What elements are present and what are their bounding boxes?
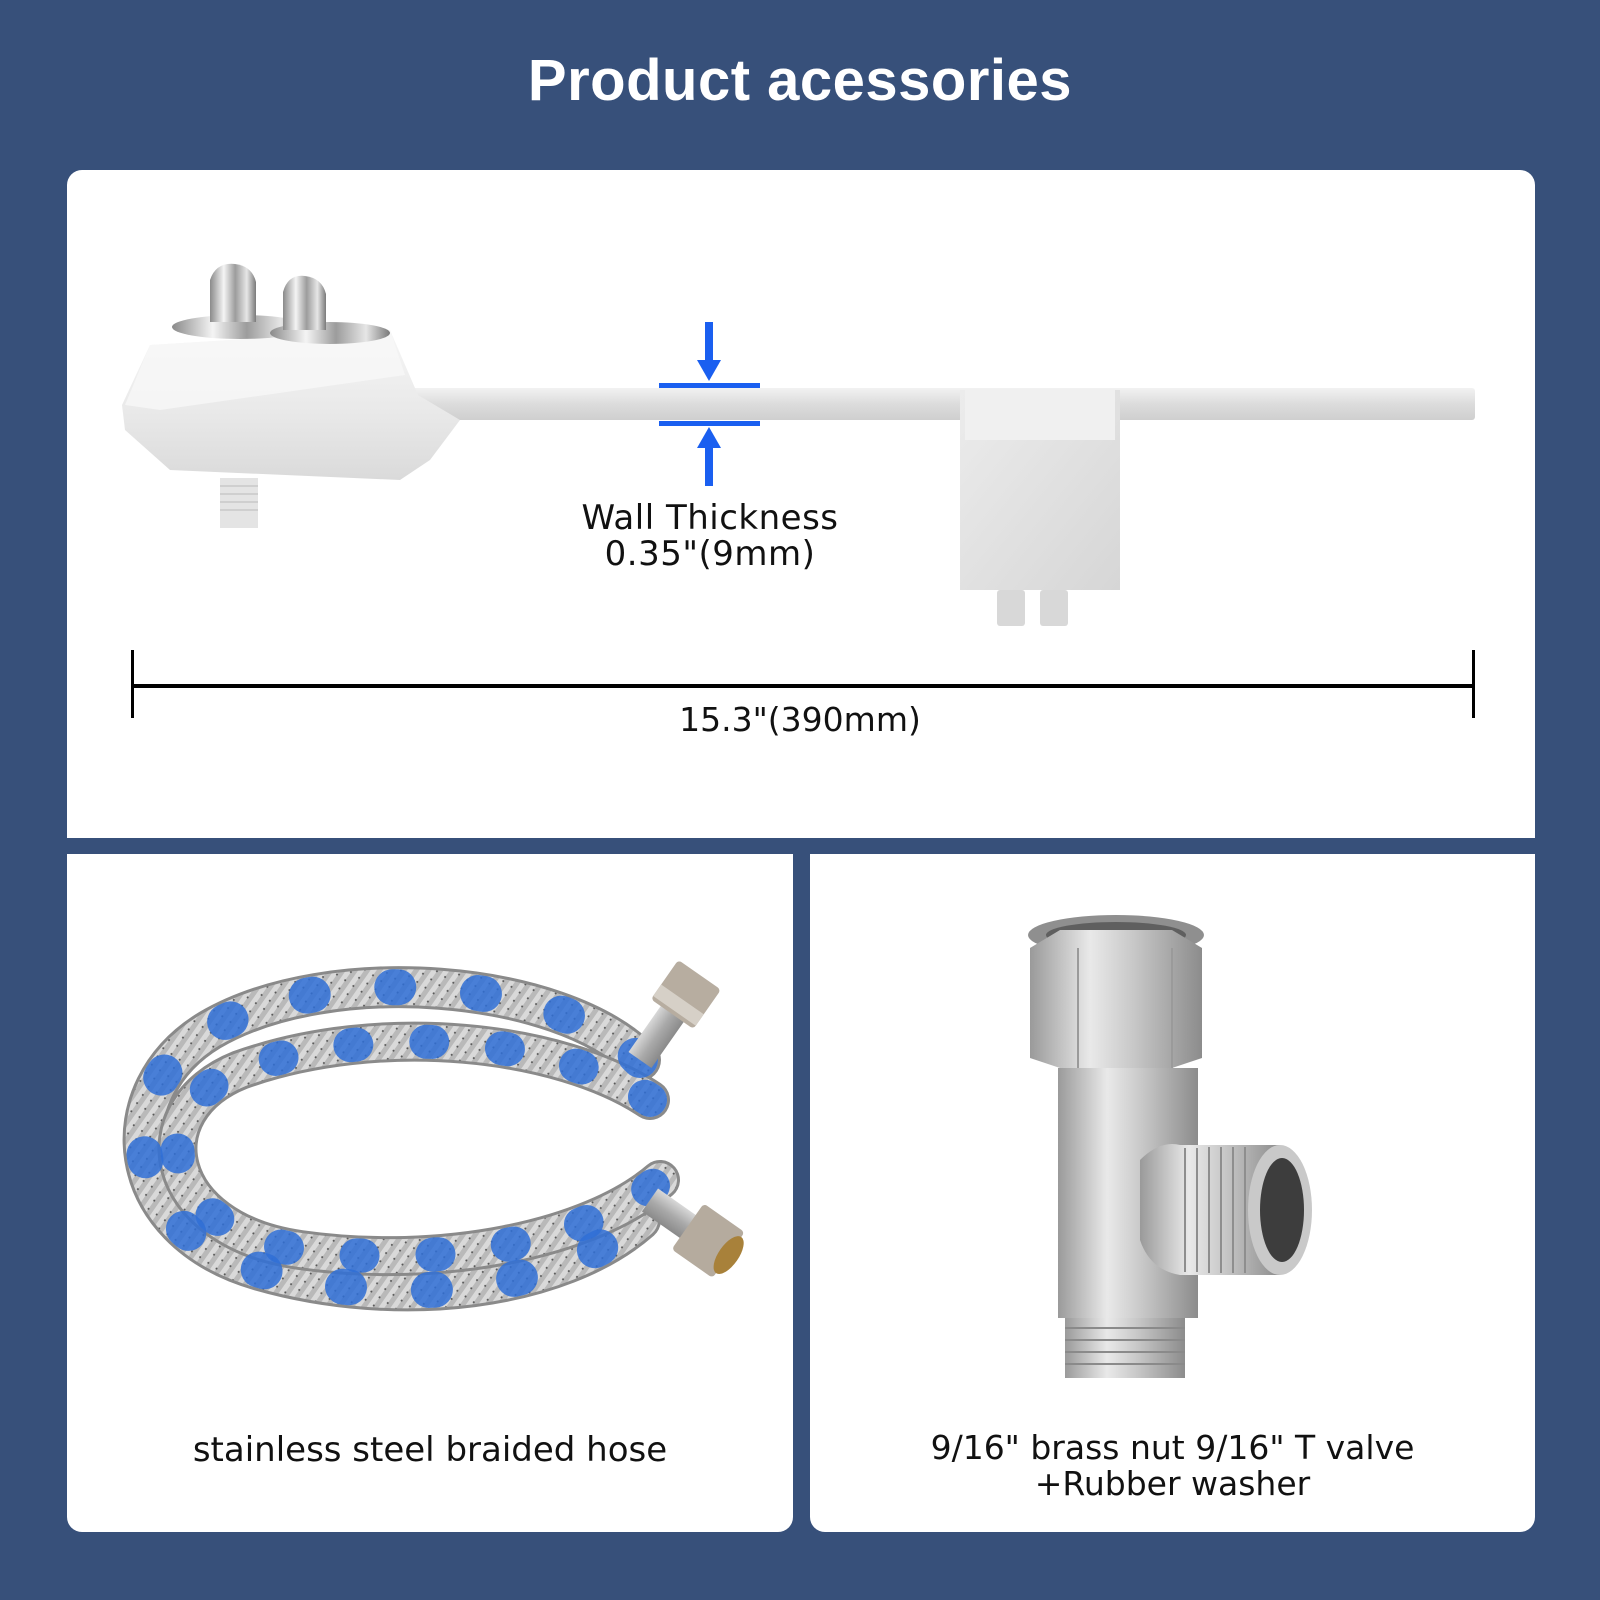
page-title: Product acessories: [527, 48, 1073, 113]
t-valve-caption-line2: +Rubber washer: [1034, 1464, 1311, 1503]
bidet-arm: [122, 263, 1475, 626]
length-dimension-line: [131, 650, 1475, 718]
t-valve-caption-line1: 9/16" brass nut 9/16" T valve: [930, 1428, 1415, 1467]
wall-thickness-label: Wall Thickness 0.35"(9mm): [520, 500, 900, 572]
wall-thickness-value: 0.35"(9mm): [604, 534, 816, 574]
t-valve-caption: 9/16" brass nut 9/16" T valve +Rubber wa…: [810, 1430, 1535, 1502]
wall-thickness-title: Wall Thickness: [581, 498, 839, 538]
length-label: 15.3"(390mm): [679, 700, 921, 739]
hose-caption: stainless steel braided hose: [192, 1430, 668, 1470]
wall-thickness-marker: [659, 322, 760, 486]
